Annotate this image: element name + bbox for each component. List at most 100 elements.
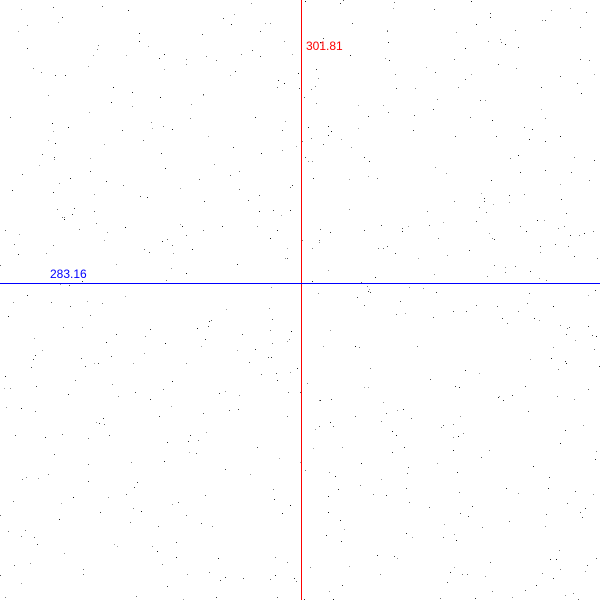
- noise-dot: [235, 71, 236, 72]
- noise-dot: [485, 576, 486, 577]
- noise-dot: [492, 591, 493, 592]
- noise-dot: [257, 226, 258, 227]
- noise-dot: [90, 171, 91, 172]
- noise-dot: [481, 193, 482, 194]
- noise-dot: [380, 574, 381, 575]
- noise-dot: [505, 44, 506, 45]
- noise-dot: [73, 497, 74, 498]
- noise-dot: [409, 502, 410, 503]
- noise-dot: [536, 585, 537, 586]
- noise-dot: [574, 399, 575, 400]
- noise-dot: [33, 359, 34, 360]
- noise-dot: [489, 233, 490, 234]
- noise-dot: [212, 526, 213, 527]
- noise-dot: [455, 386, 456, 387]
- noise-dot: [281, 215, 282, 216]
- noise-dot: [408, 467, 409, 468]
- noise-dot: [225, 469, 226, 470]
- noise-dot: [239, 171, 240, 172]
- noise-dot: [104, 424, 105, 425]
- noise-dot: [209, 321, 210, 322]
- noise-dot: [456, 32, 457, 33]
- noise-dot: [318, 293, 319, 294]
- noise-dot: [389, 60, 390, 61]
- noise-dot: [489, 450, 490, 451]
- noise-dot: [446, 173, 447, 174]
- noise-dot: [270, 579, 271, 580]
- noise-dot: [26, 477, 27, 478]
- noise-dot: [567, 503, 568, 504]
- noise-dot: [570, 8, 571, 9]
- noise-dot: [498, 64, 499, 65]
- noise-dot: [429, 507, 430, 508]
- noise-dot: [549, 477, 550, 478]
- noise-dot: [485, 100, 486, 101]
- noise-dot: [278, 80, 279, 81]
- noise-dot: [370, 368, 371, 369]
- noise-dot: [106, 342, 107, 343]
- noise-dot: [15, 435, 16, 436]
- noise-dot: [349, 179, 350, 180]
- noise-dot: [238, 409, 239, 410]
- noise-dot: [219, 393, 220, 394]
- noise-dot: [328, 135, 329, 136]
- noise-dot: [308, 161, 309, 162]
- noise-dot: [96, 223, 97, 224]
- noise-dot: [330, 232, 331, 233]
- noise-dot: [298, 73, 299, 74]
- noise-dot: [361, 282, 362, 283]
- noise-dot: [312, 248, 313, 249]
- noise-dot: [242, 334, 243, 335]
- noise-dot: [383, 402, 384, 403]
- noise-dot: [342, 447, 343, 448]
- noise-dot: [490, 17, 491, 18]
- noise-dot: [237, 350, 238, 351]
- noise-dot: [434, 274, 435, 275]
- noise-dot: [482, 527, 483, 528]
- noise-dot: [88, 66, 89, 67]
- noise-dot: [358, 128, 359, 129]
- noise-dot: [273, 210, 274, 211]
- noise-dot: [112, 384, 113, 385]
- noise-dot: [172, 504, 173, 505]
- noise-dot: [423, 288, 424, 289]
- noise-dot: [530, 271, 531, 272]
- noise-dot: [190, 118, 191, 119]
- noise-dot: [27, 295, 28, 296]
- noise-dot: [93, 55, 94, 56]
- noise-dot: [329, 472, 330, 473]
- noise-dot: [203, 94, 204, 95]
- noise-dot: [430, 379, 431, 380]
- noise-dot: [270, 330, 271, 331]
- noise-dot: [22, 479, 23, 480]
- noise-dot: [62, 217, 63, 218]
- noise-dot: [300, 392, 301, 393]
- noise-dot: [206, 56, 207, 57]
- noise-dot: [501, 42, 502, 43]
- noise-dot: [435, 167, 436, 168]
- noise-dot: [122, 130, 123, 131]
- noise-dot: [350, 55, 351, 56]
- noise-dot: [377, 555, 378, 556]
- noise-dot: [106, 181, 107, 182]
- noise-dot: [282, 130, 283, 131]
- noise-dot: [515, 30, 516, 31]
- noise-dot: [189, 452, 190, 453]
- noise-dot: [296, 581, 297, 582]
- noise-dot: [565, 361, 566, 362]
- vertical-guide-readout: 301.81: [306, 39, 343, 53]
- noise-dot: [279, 458, 280, 459]
- noise-dot: [65, 75, 66, 76]
- noise-dot: [435, 72, 436, 73]
- noise-dot: [553, 578, 554, 579]
- noise-dot: [220, 580, 221, 581]
- noise-dot: [533, 466, 534, 467]
- noise-dot: [597, 258, 598, 259]
- noise-dot: [296, 146, 297, 147]
- noise-dot: [305, 470, 306, 471]
- noise-dot: [226, 309, 227, 310]
- noise-dot: [273, 489, 274, 490]
- noise-dot: [579, 235, 580, 236]
- noise-dot: [123, 185, 124, 186]
